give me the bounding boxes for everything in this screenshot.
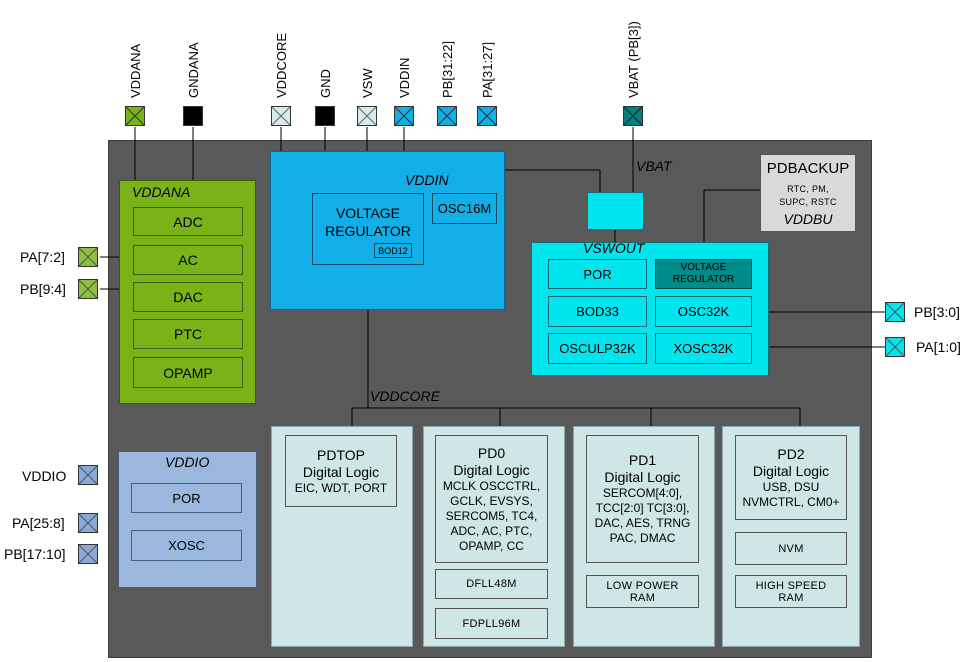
dac-block[interactable]: DAC	[133, 282, 243, 312]
pin-label-gndana: GNDANA	[186, 42, 201, 98]
pin-pb9-4[interactable]	[78, 279, 98, 299]
high-speed-ram-block[interactable]: HIGH SPEED RAM	[735, 575, 847, 608]
xosc-block[interactable]: XOSC	[131, 530, 242, 561]
pdbackup-title: PDBACKUP	[766, 160, 850, 177]
nvm-block[interactable]: NVM	[735, 532, 847, 565]
pd0-modules: MCLK OSCCTRL, GCLK, EVSYS, SERCOM5, TC4,…	[442, 478, 541, 553]
pin-vddio[interactable]	[78, 465, 98, 485]
power-switch[interactable]	[587, 192, 644, 230]
pin-vsw[interactable]	[357, 106, 377, 126]
pin-label-pa7-2: PA[7:2]	[20, 249, 65, 265]
pin-label-pb3-0: PB[3:0]	[914, 304, 960, 320]
fdpll96m-block[interactable]: FDPLL96M	[435, 608, 548, 639]
pin-vddcore[interactable]	[271, 106, 291, 126]
vddbu-label: VDDBU	[783, 211, 833, 227]
pin-pb3-0[interactable]	[885, 302, 905, 322]
pin-pa1-0[interactable]	[885, 337, 905, 357]
vddio-title: VDDIO	[165, 454, 210, 470]
pin-label-pa31-27: PA[31:27]	[480, 41, 495, 98]
pin-label-vddin: VDDIN	[397, 57, 412, 98]
pin-label-vddcore: VDDCORE	[274, 32, 289, 98]
vddana-title: VDDANA	[132, 184, 191, 200]
por-vswout-block[interactable]: POR	[548, 259, 647, 289]
vddcore-label: VDDCORE	[370, 388, 441, 404]
pd0-digital-logic[interactable]: PD0 Digital Logic MCLK OSCCTRL, GCLK, EV…	[435, 435, 548, 563]
vswout-title: VSWOUT	[583, 240, 645, 256]
vbat-label: VBAT	[636, 158, 672, 174]
bod33-block[interactable]: BOD33	[548, 296, 647, 327]
vddio-domain	[118, 451, 257, 588]
opamp-block[interactable]: OPAMP	[133, 357, 243, 388]
pd2-modules: USB, DSU NVMCTRL, CM0+	[742, 479, 840, 509]
pin-label-gnd: GND	[318, 69, 333, 98]
pd1-modules: SERCOM[4:0], TCC[2:0] TC[3:0], DAC, AES,…	[594, 486, 691, 545]
low-power-ram-block[interactable]: LOW POWER RAM	[586, 575, 699, 608]
pin-label-pa25-8: PA[25:8]	[12, 515, 65, 531]
pin-label-vbat: VBAT (PB[3])	[626, 21, 641, 98]
pin-pb31-22[interactable]	[437, 106, 457, 126]
pin-vbat[interactable]	[623, 106, 643, 126]
pd2-sub: Digital Logic	[752, 462, 830, 479]
osc32k-block[interactable]: OSC32K	[655, 296, 752, 327]
pin-label-vsw: VSW	[360, 68, 375, 98]
pdtop-modules: EIC, WDT, PORT	[294, 480, 388, 495]
pin-gndana[interactable]	[183, 106, 203, 126]
pin-pa31-27[interactable]	[477, 106, 497, 126]
pdbackup-modules: RTC, PM, SUPC, RSTC	[779, 184, 837, 207]
osculp32k-block[interactable]: OSCULP32K	[548, 333, 647, 364]
por-vddio-block[interactable]: POR	[131, 483, 242, 513]
pdtop-sub: Digital Logic	[302, 463, 380, 480]
pin-pa25-8[interactable]	[78, 513, 98, 533]
pin-label-vddio: VDDIO	[22, 468, 67, 484]
pin-pb17-10[interactable]	[78, 544, 98, 564]
pdtop-digital-logic[interactable]: PDTOP Digital Logic EIC, WDT, PORT	[285, 435, 397, 507]
pd0-sub: Digital Logic	[453, 461, 530, 478]
pin-label-pb17-10: PB[17:10]	[4, 546, 66, 562]
pd1-name: PD1	[628, 452, 657, 468]
pin-vddin[interactable]	[394, 106, 414, 126]
vddin-title: VDDIN	[405, 172, 449, 188]
pin-label-pb9-4: PB[9:4]	[20, 281, 66, 297]
pd2-digital-logic[interactable]: PD2 Digital Logic USB, DSU NVMCTRL, CM0+	[735, 435, 847, 520]
pd1-digital-logic[interactable]: PD1 Digital Logic SERCOM[4:0], TCC[2:0] …	[586, 435, 699, 563]
pd0-name: PD0	[477, 444, 506, 461]
adc-block[interactable]: ADC	[133, 207, 243, 236]
xosc32k-block[interactable]: XOSC32K	[655, 333, 752, 364]
pin-pa7-2[interactable]	[78, 247, 98, 267]
ac-block[interactable]: AC	[133, 245, 243, 275]
pdbackup-domain	[760, 154, 856, 232]
pin-vddana[interactable]	[125, 106, 145, 126]
pd2-name: PD2	[777, 445, 805, 462]
pin-label-pb31-22: PB[31:22]	[440, 40, 455, 98]
bod12-block[interactable]: BOD12	[374, 243, 412, 258]
pin-gnd[interactable]	[315, 106, 335, 126]
dfll48m-block[interactable]: DFLL48M	[435, 569, 548, 599]
pin-label-pa1-0: PA[1:0]	[916, 339, 961, 355]
backup-voltage-regulator-block[interactable]: VOLTAGE REGULATOR	[655, 259, 752, 289]
pin-label-vddana: VDDANA	[128, 43, 143, 98]
pd1-sub: Digital Logic	[604, 469, 681, 485]
osc16m-block[interactable]: OSC16M	[432, 193, 497, 224]
ptc-block[interactable]: PTC	[133, 319, 243, 349]
pdtop-name: PDTOP	[317, 446, 365, 463]
